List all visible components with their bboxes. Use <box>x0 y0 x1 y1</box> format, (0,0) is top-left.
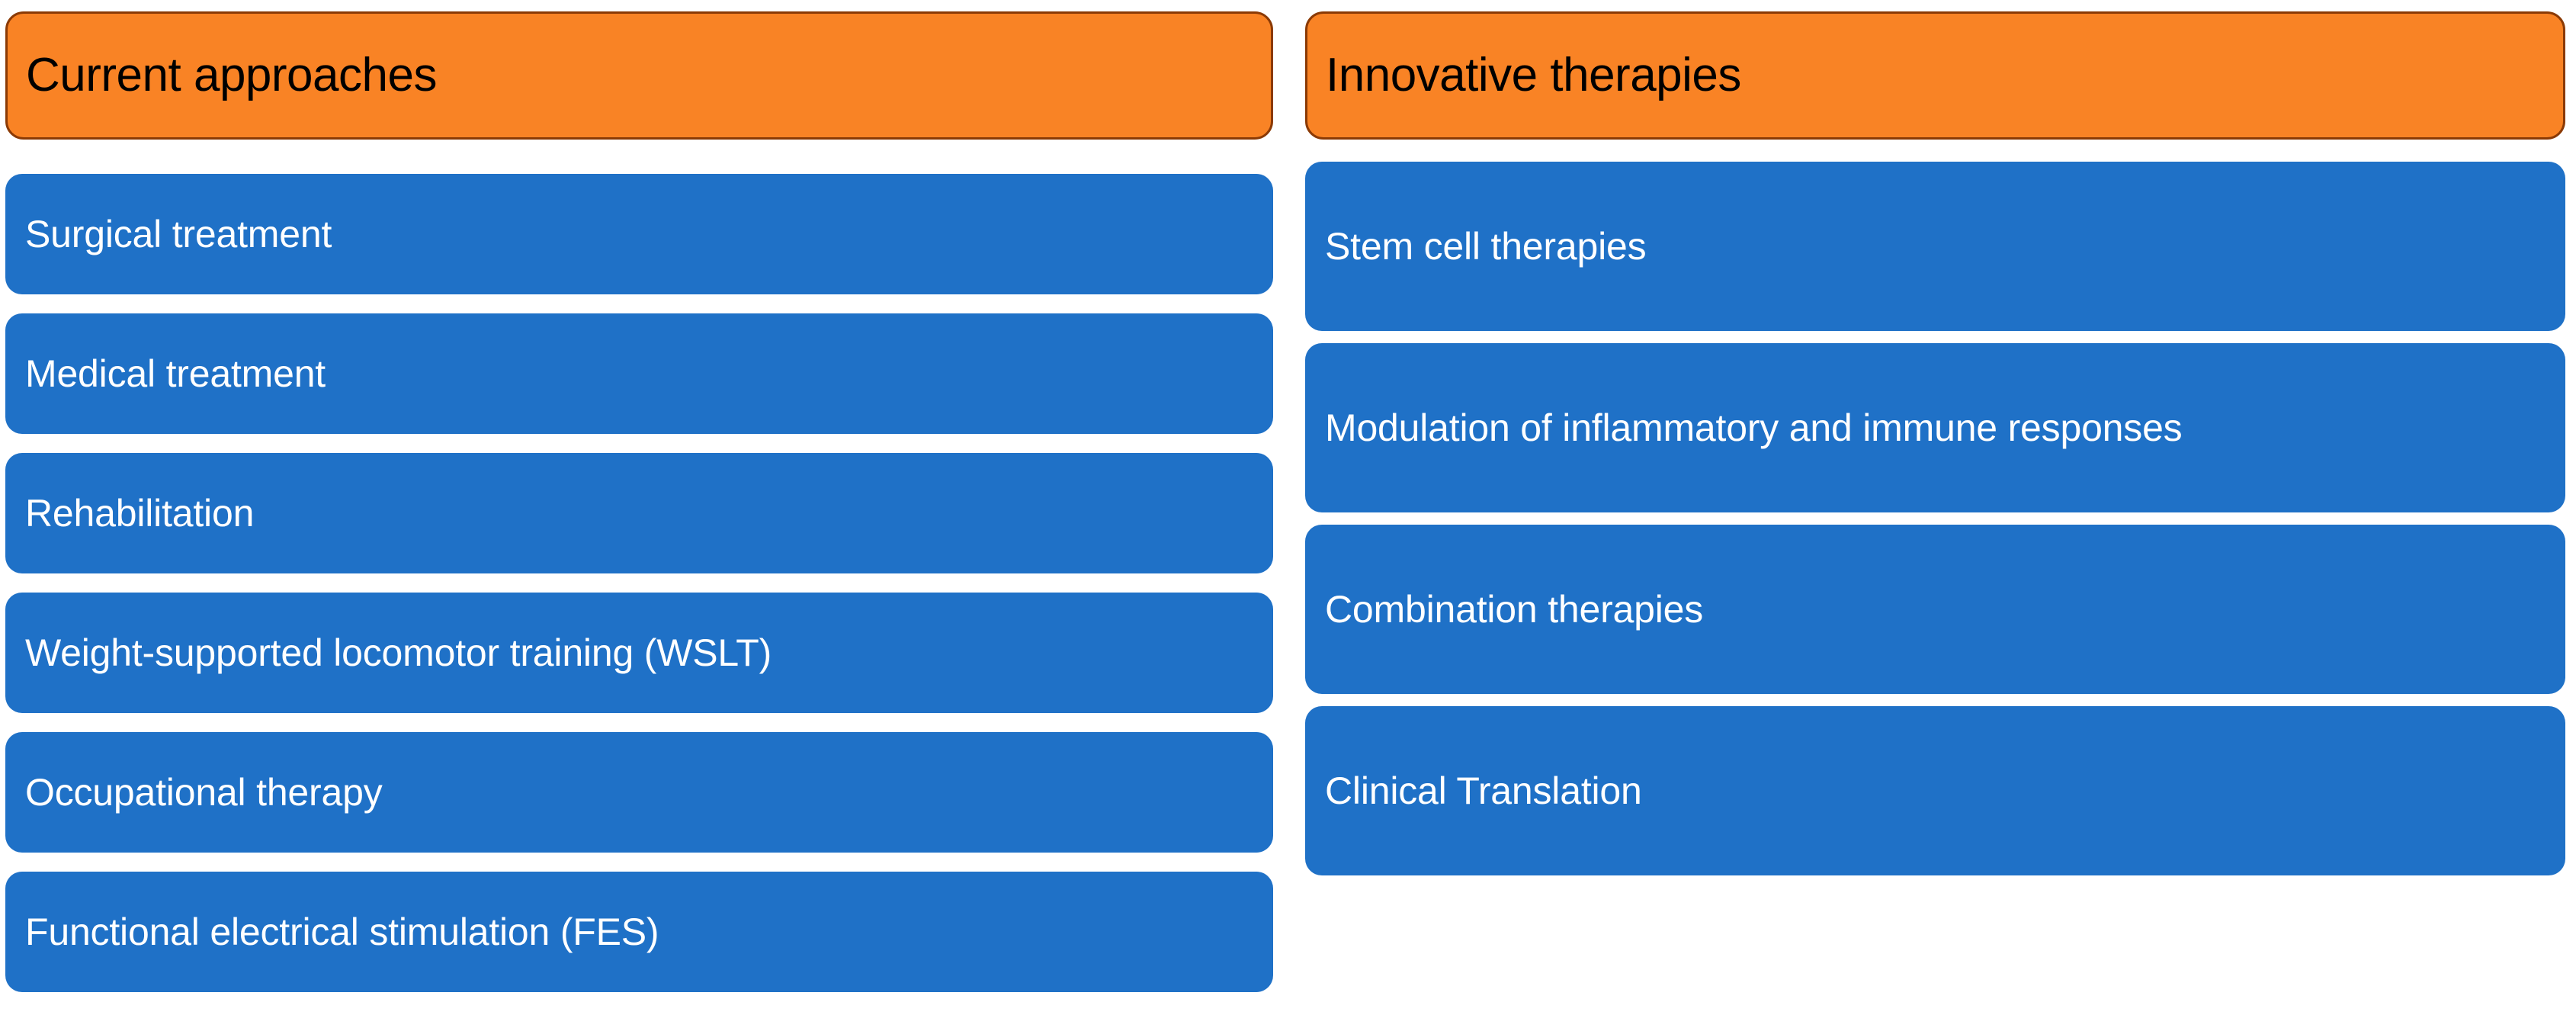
list-item-label: Modulation of inflammatory and immune re… <box>1325 406 2183 449</box>
list-item-label: Combination therapies <box>1325 587 1704 631</box>
list-item[interactable]: Stem cell therapies <box>1305 162 2565 331</box>
column-header-label: Current approaches <box>26 49 437 102</box>
list-item-label: Functional electrical stimulation (FES) <box>25 910 659 953</box>
list-item[interactable]: Combination therapies <box>1305 525 2565 694</box>
list-item[interactable]: Clinical Translation <box>1305 706 2565 875</box>
list-item-label: Rehabilitation <box>25 491 255 535</box>
list-item[interactable]: Surgical treatment <box>5 174 1273 294</box>
list-item[interactable]: Weight-supported locomotor training (WSL… <box>5 593 1273 713</box>
list-item[interactable]: Rehabilitation <box>5 453 1273 573</box>
list-item-label: Occupational therapy <box>25 770 383 814</box>
column-header-current-approaches[interactable]: Current approaches <box>5 11 1273 140</box>
column-header-label: Innovative therapies <box>1326 49 1741 102</box>
list-item-label: Weight-supported locomotor training (WSL… <box>25 631 772 674</box>
list-item[interactable]: Modulation of inflammatory and immune re… <box>1305 343 2565 512</box>
list-item-label: Surgical treatment <box>25 212 332 255</box>
list-item[interactable]: Functional electrical stimulation (FES) <box>5 872 1273 992</box>
column-header-innovative-therapies[interactable]: Innovative therapies <box>1305 11 2565 140</box>
list-item-label: Stem cell therapies <box>1325 224 1647 268</box>
list-item[interactable]: Medical treatment <box>5 313 1273 434</box>
column-current-approaches: Current approaches Surgical treatment Me… <box>5 0 1273 1015</box>
list-item-label: Medical treatment <box>25 352 326 395</box>
list-item[interactable]: Occupational therapy <box>5 732 1273 853</box>
list-item-label: Clinical Translation <box>1325 769 1642 812</box>
column-innovative-therapies: Innovative therapies Stem cell therapies… <box>1305 0 2565 1015</box>
